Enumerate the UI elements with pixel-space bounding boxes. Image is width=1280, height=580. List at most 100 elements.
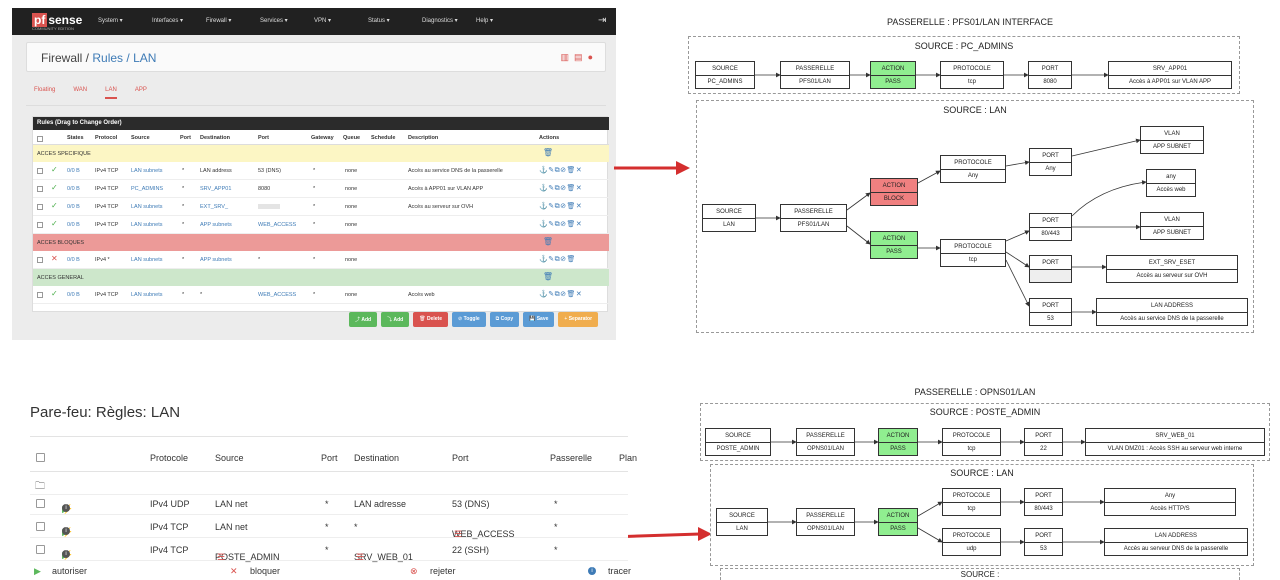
row-checkbox[interactable] (37, 204, 43, 210)
cell-destination[interactable]: EXT_SRV_ (200, 204, 229, 210)
table-row-automatic[interactable]: 🗀 (30, 472, 628, 495)
table-row[interactable]: ✓ 0/0 B IPv4 TCP PC_ADMINS * SRV_APP01 8… (33, 180, 609, 198)
row-checkbox[interactable] (36, 499, 45, 508)
tab-lan[interactable]: LAN (105, 87, 117, 99)
separator-specific[interactable]: ACCES SPECIFIQUE 🗑 (33, 145, 609, 162)
row-action-icons[interactable]: ⚓✎⧉⊘🗑 (539, 256, 576, 263)
add-bottom-button[interactable]: ⤵ Add (381, 312, 410, 327)
separator-label: ACCES SPECIFIQUE (37, 151, 91, 157)
info-icon: i (62, 550, 70, 558)
cell-queue: none (345, 168, 358, 174)
row-checkbox[interactable] (37, 292, 43, 298)
cell-source[interactable]: PC_ADMINS (131, 186, 164, 192)
cell-source[interactable]: LAN subnets (131, 257, 163, 263)
cell-destination[interactable]: APP subnets (200, 257, 232, 263)
row-checkbox[interactable] (36, 545, 45, 554)
cell-source[interactable]: LAN subnets (131, 168, 163, 174)
breadcrumb-firewall: Firewall / (41, 51, 90, 65)
row-action-icons[interactable]: ⚓✎⧉⊘🗑✕ (539, 291, 583, 298)
tab-floating[interactable]: Floating (34, 87, 56, 93)
pass-icon: ✓ (51, 183, 58, 192)
table-row[interactable]: ▶➡⚡i IPv4 TCP POSTE_ADMIN☰ * SRV_WEB_01☰… (30, 538, 628, 562)
cell-source[interactable]: LAN subnets (131, 204, 163, 210)
select-all-checkbox[interactable] (36, 453, 45, 462)
list-icon[interactable]: ▤ (574, 52, 583, 62)
trash-icon[interactable]: 🗑 (542, 272, 553, 281)
save-button[interactable]: 💾 Save (523, 312, 555, 327)
col-description: Description (408, 135, 439, 141)
menu-diagnostics[interactable]: Diagnostics ▾ (422, 18, 458, 24)
row-checkbox[interactable] (36, 522, 45, 531)
title-divider (30, 436, 628, 437)
table-row[interactable]: ✓ 0/0 B IPv4 TCP LAN subnets * LAN addre… (33, 162, 609, 180)
menu-interfaces[interactable]: Interfaces ▾ (152, 18, 184, 24)
table-row[interactable]: ✓ 0/0 B IPv4 TCP LAN subnets * EXT_SRV_ … (33, 198, 609, 216)
toggle-button[interactable]: ⊘ Toggle (452, 312, 486, 327)
separator-button[interactable]: + Separator (558, 312, 599, 327)
chart-icon[interactable]: ▥ (560, 52, 570, 62)
legend-block: bloquer (250, 566, 281, 576)
cell-port-dest: 53 (DNS) (452, 499, 490, 509)
cell-port: * (182, 292, 185, 298)
row-checkbox[interactable] (37, 257, 43, 263)
cell-port-dest[interactable]: WEB_ACCESS (258, 222, 297, 228)
cell-port: * (325, 499, 329, 509)
table-row[interactable]: ✕ 0/0 B IPv4 * LAN subnets * APP subnets… (33, 251, 609, 269)
row-checkbox[interactable] (37, 168, 43, 174)
cell-destination[interactable]: APP subnets (200, 222, 232, 228)
select-all-checkbox[interactable] (37, 136, 43, 142)
cell-states[interactable]: 0/0 B (67, 222, 80, 228)
tab-wan[interactable]: WAN (73, 87, 88, 93)
cell-states[interactable]: 0/0 B (67, 292, 80, 298)
cell-states[interactable]: 0/0 B (67, 204, 80, 210)
cell-source[interactable]: LAN subnets (131, 292, 163, 298)
cell-destination[interactable]: SRV_APP01 (200, 186, 232, 192)
delete-button[interactable]: 🗑 Delete (413, 312, 449, 327)
table-row[interactable]: ✓ 0/0 B IPv4 TCP LAN subnets * * WEB_ACC… (33, 286, 609, 304)
menu-firewall[interactable]: Firewall ▾ (206, 18, 232, 24)
row-action-icons[interactable]: ⚓✎⧉⊘🗑✕ (539, 221, 583, 228)
node-port: PORT (1029, 255, 1072, 283)
cell-port: * (182, 257, 185, 263)
copy-button[interactable]: ⧉ Copy (489, 312, 520, 327)
cell-port-dest (258, 204, 280, 209)
row-action-icons[interactable]: ⚓✎⧉⊘🗑✕ (539, 203, 583, 210)
tab-app[interactable]: APP (134, 87, 147, 93)
trash-icon[interactable]: 🗑 (542, 237, 553, 246)
cell-port-dest[interactable]: WEB_ACCESS (258, 292, 297, 298)
row-action-icons[interactable]: ⚓✎⧉⊘🗑✕ (539, 167, 583, 174)
row-checkbox[interactable] (37, 186, 43, 192)
separator-blocked[interactable]: ACCES BLOQUES🗑 (33, 234, 609, 251)
rules-legend: ▶ autoriser ✕ bloquer ⊗ rejeter i tracer (34, 566, 632, 576)
row-action-icons[interactable]: ⚓✎⧉⊘🗑✕ (539, 185, 583, 192)
cell-states[interactable]: 0/0 B (67, 257, 80, 263)
interface-tabs: Floating WAN LAN APP (34, 87, 147, 99)
menu-status[interactable]: Status ▾ (368, 18, 390, 24)
table-row[interactable]: ✓ 0/0 B IPv4 TCP LAN subnets * APP subne… (33, 216, 609, 234)
menu-help[interactable]: Help ▾ (476, 18, 494, 24)
separator-general[interactable]: ACCES GENERAL🗑 (33, 269, 609, 286)
table-row[interactable]: ▶➡⚡i IPv4 UDP LAN net * LAN adresse 53 (… (30, 492, 628, 515)
add-top-button[interactable]: ⤴ Add (349, 312, 378, 327)
menu-system[interactable]: System ▾ (98, 18, 123, 24)
page-title: Firewall / Rules / LAN (41, 51, 156, 65)
breadcrumb-rules[interactable]: Rules / (92, 51, 130, 65)
breadcrumb-lan[interactable]: LAN (133, 51, 157, 65)
sign-out-icon[interactable]: ⇥ (598, 15, 607, 26)
row-checkbox[interactable] (37, 222, 43, 228)
legend-reject: rejeter (430, 566, 456, 576)
help-icon[interactable]: ● (587, 52, 593, 62)
table-row[interactable]: ▶➡⚡i IPv4 TCP LAN net * * WEB_ACCESS☰ * (30, 515, 628, 539)
trash-icon[interactable]: 🗑 (542, 148, 553, 157)
folder-icon[interactable]: 🗀 (35, 481, 45, 492)
cell-states[interactable]: 0/0 B (67, 186, 80, 192)
cell-states[interactable]: 0/0 B (67, 168, 80, 174)
menu-services[interactable]: Services ▾ (260, 18, 288, 24)
menu-vpn[interactable]: VPN ▾ (314, 18, 332, 24)
cell-source[interactable]: LAN subnets (131, 222, 163, 228)
